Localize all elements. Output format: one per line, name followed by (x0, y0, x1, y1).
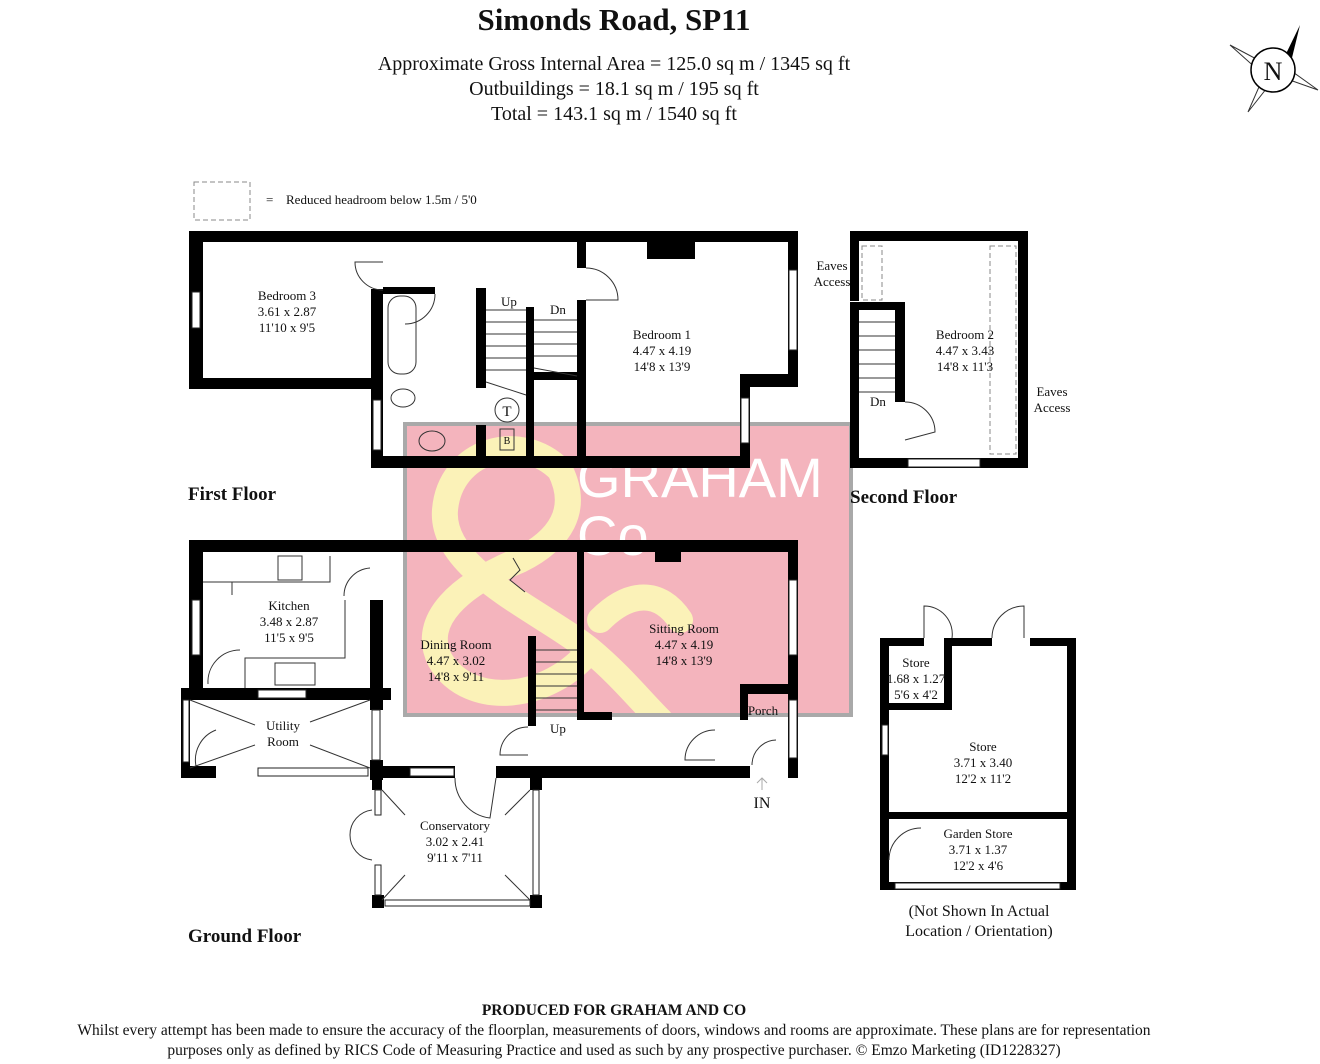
footer-disclaimer-line1: Whilst every attempt has been made to en… (77, 1022, 1150, 1039)
room-sitting-room: Sitting Room 4.47 x 4.19 14'8 x 13'9 (649, 621, 719, 668)
room-size-metric: 3.48 x 2.87 (260, 614, 319, 629)
compass-north-label: N (1264, 57, 1283, 86)
room-store: Store 3.71 x 3.40 12'2 x 11'2 (954, 739, 1013, 786)
boiler-label: B (504, 436, 511, 447)
room-size-imperial: 14'8 x 13'9 (656, 653, 713, 668)
room-kitchen: Kitchen 3.48 x 2.87 11'5 x 9'5 (260, 598, 319, 645)
room-size-metric: 4.47 x 3.02 (427, 653, 486, 668)
eaves-access-left-line1: Eaves (816, 258, 847, 273)
eaves-access-right-line1: Eaves (1036, 384, 1067, 399)
watermark-ampersand-logo (421, 436, 693, 713)
tank-label: T (502, 404, 511, 420)
porch-label: Porch (748, 703, 779, 718)
room-name: Store (902, 655, 930, 670)
area-outbuildings: Outbuildings = 18.1 sq m / 195 sq ft (469, 78, 759, 100)
bath-icon (387, 295, 417, 375)
hob-icon (277, 555, 303, 581)
ground-floor-up-label: Up (550, 721, 566, 736)
watermark: GRAHAM Co (403, 422, 853, 717)
first-floor-label: First Floor (188, 484, 277, 505)
sink-icon (274, 662, 316, 686)
room-size-imperial: 11'5 x 9'5 (264, 630, 314, 645)
reduced-headroom-legend-swatch (193, 181, 251, 221)
watermark-text-co: Co (577, 504, 649, 567)
room-size-metric: 4.47 x 4.19 (655, 637, 714, 652)
area-total: Total = 143.1 sq m / 1540 sq ft (491, 103, 737, 125)
first-floor-dn-label: Dn (550, 302, 566, 317)
room-name: Kitchen (268, 598, 310, 613)
second-floor-dn-label: Dn (870, 394, 886, 409)
toilet-icon (390, 388, 416, 408)
ground-floor-label: Ground Floor (188, 926, 302, 947)
room-name: Store (969, 739, 997, 754)
first-floor-plan: T B Up Dn First Floor (188, 231, 798, 505)
room-size-imperial: 14'8 x 13'9 (634, 359, 691, 374)
room-size-imperial: 5'6 x 4'2 (894, 687, 938, 702)
plan-title: Simonds Road, SP11 (477, 2, 750, 37)
room-size-metric: 3.71 x 1.37 (949, 842, 1008, 857)
room-size-metric: 4.47 x 3.43 (936, 343, 995, 358)
room-name: Bedroom 3 (258, 288, 316, 303)
room-size-metric: 3.61 x 2.87 (258, 304, 317, 319)
room-store-small: Store 1.68 x 1.27 5'6 x 4'2 (887, 655, 946, 702)
tank-icon (494, 397, 520, 423)
room-bedroom-2: Bedroom 2 4.47 x 3.43 14'8 x 11'3 (936, 327, 995, 374)
outbuildings-plan: (Not Shown In Actual Location / Orientat… (880, 605, 1076, 940)
room-size-metric: 3.71 x 3.40 (954, 755, 1013, 770)
room-bedroom-1: Bedroom 1 4.47 x 4.19 14'8 x 13'9 (633, 327, 692, 374)
room-size-metric: 3.02 x 2.41 (426, 834, 485, 849)
north-compass-icon: N (1229, 25, 1319, 113)
entrance-label: IN (754, 795, 771, 812)
ground-floor-plan: Up Porch IN Ground Floor (181, 540, 798, 947)
room-conservatory: Conservatory 3.02 x 2.41 9'11 x 7'11 (420, 818, 491, 865)
room-size-metric: 4.47 x 4.19 (633, 343, 692, 358)
eaves-access-right-line2: Access (1034, 400, 1071, 415)
room-name-line1: Utility (266, 718, 300, 733)
second-floor-label: Second Floor (850, 487, 958, 508)
room-size-imperial: 14'8 x 11'3 (937, 359, 993, 374)
room-size-imperial: 12'2 x 11'2 (955, 771, 1011, 786)
basin-icon (418, 430, 446, 452)
room-bedroom-3: Bedroom 3 3.61 x 2.87 11'10 x 9'5 (258, 288, 317, 335)
outbuildings-note-line1: (Not Shown In Actual (909, 903, 1050, 920)
outbuildings-note-line2: Location / Orientation) (905, 923, 1053, 940)
stairs-icon (354, 261, 619, 396)
room-name: Garden Store (944, 826, 1013, 841)
first-floor-up-label: Up (501, 294, 517, 309)
room-size-imperial: 12'2 x 4'6 (953, 858, 1004, 873)
room-name: Bedroom 1 (633, 327, 691, 342)
room-size-imperial: 11'10 x 9'5 (259, 320, 315, 335)
footer-produced-for: PRODUCED FOR GRAHAM AND CO (482, 1002, 746, 1019)
room-name: Bedroom 2 (936, 327, 994, 342)
room-name: Dining Room (420, 637, 491, 652)
room-size-imperial: 14'8 x 9'11 (428, 669, 484, 684)
eaves-access-left-line2: Access (814, 274, 851, 289)
second-floor-plan: Dn Eaves Access Eaves Access Second Floo… (814, 231, 1071, 508)
watermark-text-graham: GRAHAM (577, 446, 823, 509)
room-size-metric: 1.68 x 1.27 (887, 671, 946, 686)
boiler-icon (499, 428, 515, 451)
room-dining-room: Dining Room 4.47 x 3.02 14'8 x 9'11 (420, 637, 491, 684)
room-garden-store: Garden Store 3.71 x 1.37 12'2 x 4'6 (944, 826, 1013, 873)
room-utility-room: Utility Room (266, 718, 300, 749)
footer-disclaimer-line2: purposes only as defined by RICS Code of… (167, 1042, 1060, 1059)
room-size-imperial: 9'11 x 7'11 (427, 850, 483, 865)
room-name: Conservatory (420, 818, 491, 833)
legend-text: Reduced headroom below 1.5m / 5'0 (286, 192, 477, 207)
area-internal: Approximate Gross Internal Area = 125.0 … (378, 53, 851, 75)
legend-equals: = (266, 192, 273, 207)
entrance-arrow-icon (756, 777, 768, 790)
room-name-line2: Room (267, 734, 299, 749)
room-name: Sitting Room (649, 621, 719, 636)
